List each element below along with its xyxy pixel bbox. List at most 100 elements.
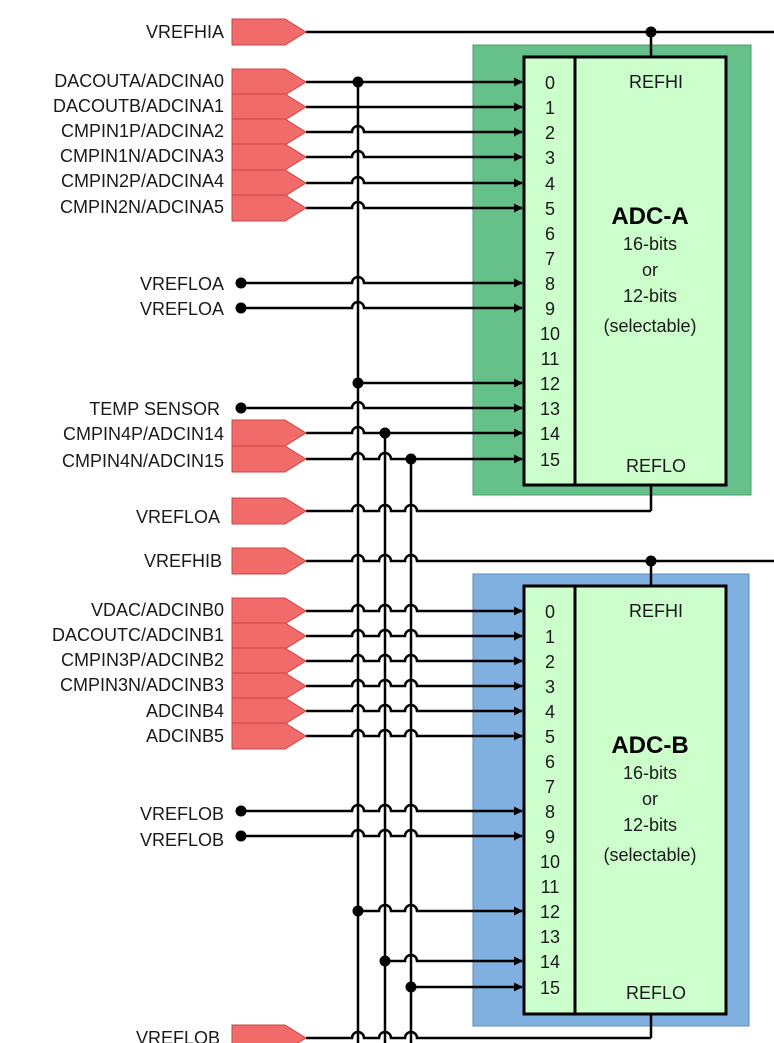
adc-a-channel-12: 12: [540, 374, 560, 394]
label-vrefloa-dot-2: VREFLOA: [140, 299, 224, 319]
adcinb1-pin: [231, 622, 307, 650]
adc-b-channel-14: 14: [540, 952, 560, 972]
wire: [306, 678, 523, 691]
adc-a-channel-8: 8: [545, 274, 555, 294]
label-vrefhib: VREFHIB: [144, 551, 222, 571]
adc-a-channel-6: 6: [545, 224, 555, 244]
label-adcina1: DACOUTB/ADCINA1: [53, 96, 224, 116]
wire: [241, 828, 523, 841]
adc-b-desc-2: 12-bits: [623, 815, 677, 835]
label-vrefloa: VREFLOA: [136, 507, 220, 527]
vrefhib-pin: [231, 547, 307, 575]
adc-a-channel-15: 15: [540, 450, 560, 470]
label-vrefloa-dot-1: VREFLOA: [140, 274, 224, 294]
adc-a-channel-5: 5: [545, 199, 555, 219]
label-adcina4: CMPIN2P/ADCINA4: [61, 171, 224, 191]
label-vreflob-dot-1: VREFLOB: [140, 804, 224, 824]
adc-b-channel-5: 5: [545, 727, 555, 747]
adc-b-channel-8: 8: [545, 802, 555, 822]
junction-dot: [405, 453, 417, 465]
adc-a-channel-3: 3: [545, 148, 555, 168]
adc-a-channel-1: 1: [545, 98, 555, 118]
wiring: [235, 26, 774, 1043]
wire: [306, 628, 523, 641]
adc-b-channel-6: 6: [545, 752, 555, 772]
adc-b-desc-1: or: [642, 789, 658, 809]
adcin15-pin: [231, 445, 307, 473]
wire: [241, 300, 523, 313]
adc-a-refhi: REFHI: [629, 72, 683, 92]
junction-dot: [352, 76, 364, 88]
adc-a-reflo: REFLO: [626, 456, 686, 476]
wire: [241, 275, 523, 288]
adcinb2-pin: [231, 647, 307, 675]
label-adcinb1: DACOUTC/ADCINB1: [52, 625, 224, 645]
adc-b-desc-0: 16-bits: [623, 763, 677, 783]
wire: [306, 703, 523, 716]
label-adcina0: DACOUTA/ADCINA0: [54, 71, 224, 91]
wire: [306, 653, 523, 666]
adc-a-channel-11: 11: [541, 349, 560, 369]
junction-dot: [645, 26, 657, 38]
adc-b-refhi: REFHI: [629, 601, 683, 621]
label-vreflob: VREFLOB: [136, 1028, 220, 1043]
adc-a-channel-column: [522, 55, 577, 487]
wire: [306, 603, 523, 616]
adc-a-desc-1: or: [642, 260, 658, 280]
label-adcin14: CMPIN4P/ADCIN14: [63, 424, 224, 444]
label-adcin15: CMPIN4N/ADCIN15: [62, 451, 224, 471]
label-temp-sensor: TEMP SENSOR: [89, 399, 220, 419]
junction-dot: [379, 427, 391, 439]
adc-b-channel-10: 10: [540, 852, 560, 872]
adcina1-pin: [231, 93, 307, 121]
label-adcina3: CMPIN1N/ADCINA3: [60, 146, 224, 166]
adcinb4-pin: [231, 697, 307, 725]
wire: [241, 803, 523, 816]
adc-b-channel-3: 3: [545, 677, 555, 697]
adc-a-title: ADC-A: [611, 203, 688, 230]
adc-b-channel-13: 13: [540, 927, 560, 947]
wire: [306, 149, 523, 162]
adcina0-pin: [231, 68, 307, 96]
wire: [306, 1030, 651, 1040]
adc-b-desc-3: (selectable): [603, 845, 696, 865]
adc-a-channel-13: 13: [540, 399, 560, 419]
adcin14-pin: [231, 419, 307, 447]
adc-b-title: ADC-B: [611, 732, 688, 759]
vreflob-pin: [231, 1024, 307, 1043]
adc-a-desc-0: 16-bits: [623, 234, 677, 254]
adc-a-channel-9: 9: [545, 299, 555, 319]
adc-a-channel-10: 10: [540, 324, 560, 344]
adc-b-channel-0: 0: [545, 602, 555, 622]
vrefhia-pin: [231, 18, 307, 46]
adc-b-reflo: REFLO: [626, 983, 686, 1003]
label-vreflob-dot-2: VREFLOB: [140, 830, 224, 850]
adc-b-channel-12: 12: [540, 902, 560, 922]
label-vrefhia: VREFHIA: [146, 22, 224, 42]
wire: [306, 728, 523, 741]
label-adcinb4: ADCINB4: [146, 701, 224, 721]
wire: [358, 903, 523, 916]
adc-b-channel-11: 11: [541, 877, 560, 897]
adc-b-channel-1: 1: [545, 627, 555, 647]
wire: [306, 553, 774, 563]
wire: [385, 953, 523, 966]
adc-a-desc-2: 12-bits: [623, 286, 677, 306]
label-adcina5: CMPIN2N/ADCINA5: [60, 197, 224, 217]
adc-a-channel-4: 4: [545, 174, 555, 194]
vrefloa-pin: [231, 497, 307, 525]
adc-b-channel-4: 4: [545, 702, 555, 722]
wire: [306, 451, 523, 464]
wire: [306, 425, 523, 438]
junction-dot: [645, 555, 657, 567]
label-adcinb3: CMPIN3N/ADCINB3: [60, 675, 224, 695]
adcina4-pin: [231, 169, 307, 197]
wire: [306, 124, 523, 137]
adc-b-channel-15: 15: [540, 978, 560, 998]
adc-a-channel-2: 2: [545, 123, 555, 143]
wire: [306, 503, 651, 513]
adcinb3-pin: [231, 672, 307, 700]
adcina3-pin: [231, 143, 307, 171]
